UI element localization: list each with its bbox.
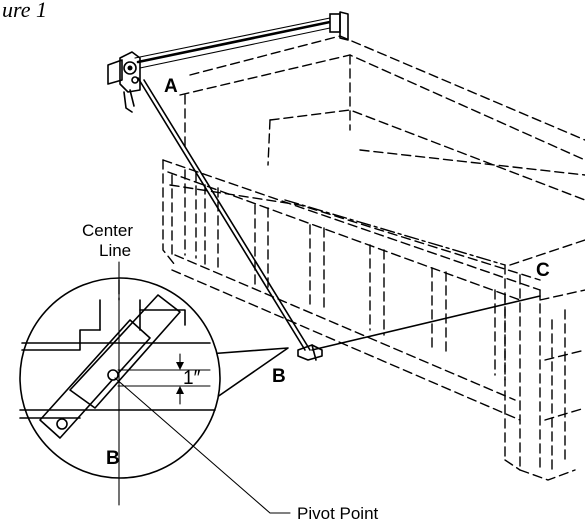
cable-b-to-c [311, 295, 541, 351]
cable-a-to-b [137, 77, 311, 351]
pivot-bracket [297, 344, 323, 361]
tarp-roller-assembly [107, 11, 349, 113]
dimension-label: 1″ [183, 368, 201, 389]
truck-body-outline [162, 35, 585, 481]
center-line-label-1: Center [82, 221, 133, 240]
detail-callout [19, 261, 291, 514]
point-a-label: A [164, 76, 178, 97]
pivot-point-label: Pivot Point [297, 504, 379, 523]
detail-point-b-label: B [106, 448, 120, 469]
figure-caption: ure 1 [2, 0, 47, 22]
point-b-label: B [272, 366, 286, 387]
center-line-label-2: Line [99, 241, 131, 260]
point-c-label: C [536, 260, 550, 281]
